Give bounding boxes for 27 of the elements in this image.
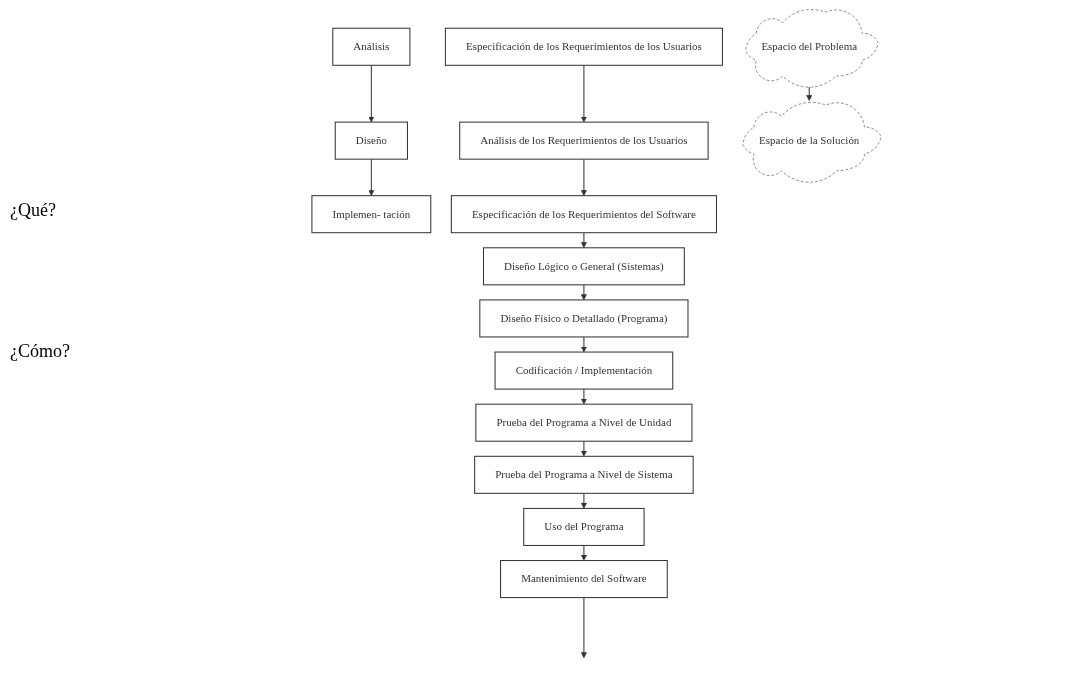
node-box: Implemen- tación [311,194,432,233]
arrow [580,544,587,561]
node-box: Prueba del Programa a Nivel de Unidad [475,403,693,442]
question-label: ¿Cómo? [10,341,71,362]
node-box: Especificación de los Requerimientos de los Usuarios [444,27,723,66]
node-box: Análisis [332,27,411,66]
node-box: Diseño Lógico o General (Sistemas) [482,246,685,285]
node-box: Diseño Físico o Detallado (Programa) [479,298,689,337]
question-label: ¿Qué? [10,200,57,221]
arrow [580,231,587,248]
arrow [580,335,587,352]
arrow [368,158,375,196]
arrow [580,492,587,509]
arrow [580,388,587,404]
node-box: Especificación de los Requerimientos del Software [450,194,717,233]
node-box: Prueba del Programa a Nivel de Sistema [474,455,694,494]
node-box: Análisis de los Requerimientos de los Usuarios [459,121,709,160]
arrow [580,596,587,658]
arrow [368,64,375,122]
node-box: Diseño [334,121,408,160]
arrow [580,440,587,457]
arrow [580,283,587,300]
node-box: Uso del Programa [523,507,645,546]
node-box: Codificación / Implementación [494,351,674,390]
node-box: Mantenimiento del Software [500,559,668,598]
arrow [580,64,587,122]
arrow [580,158,587,196]
